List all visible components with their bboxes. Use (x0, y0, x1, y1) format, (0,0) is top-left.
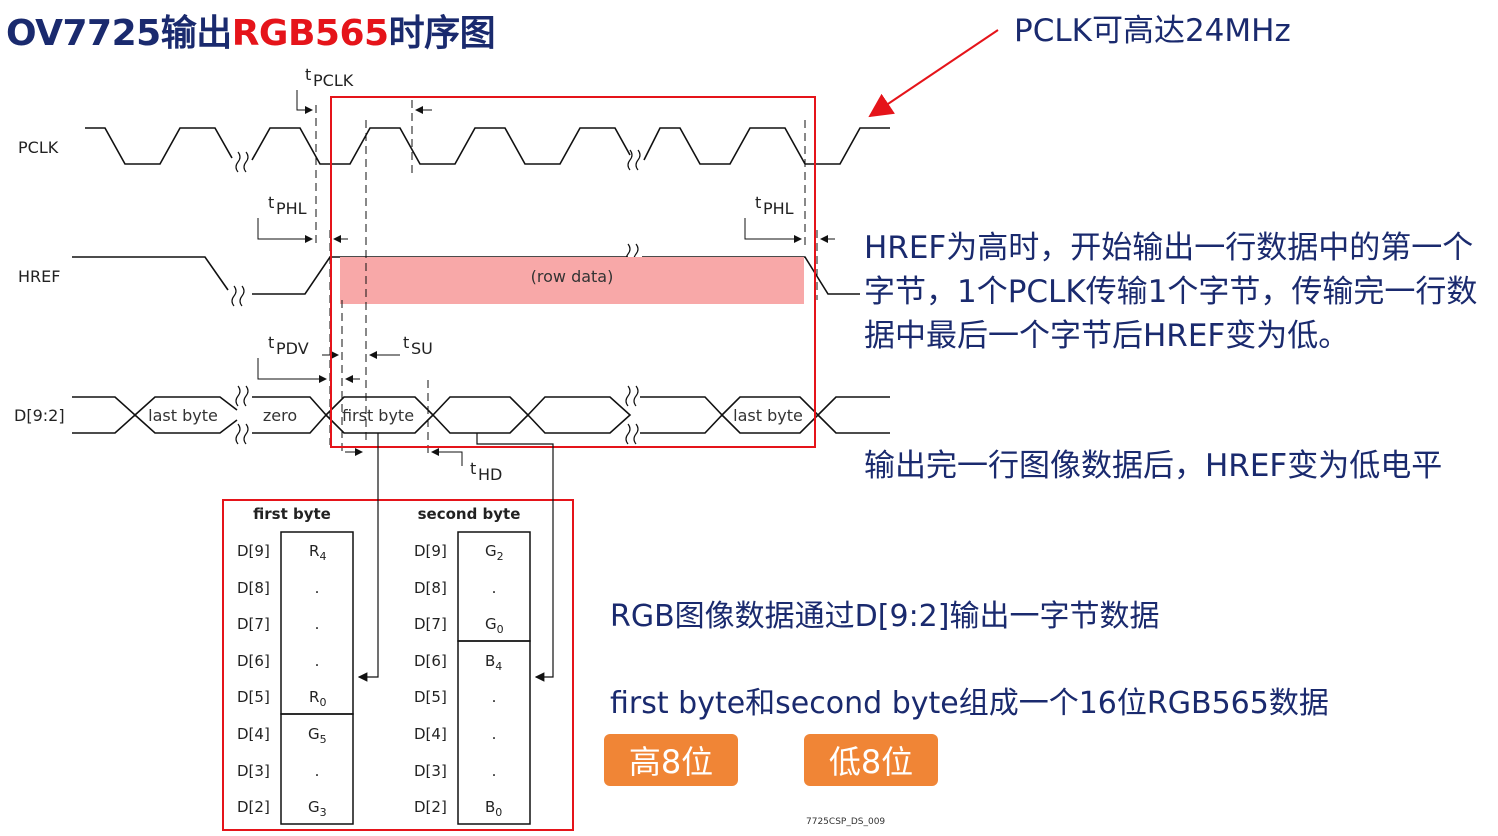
data-bus-waveform (72, 396, 890, 434)
svg-text:D[2]: D[2] (237, 798, 270, 816)
svg-text:D[8]: D[8] (414, 579, 447, 597)
signal-label-pclk: PCLK (18, 138, 59, 157)
svg-text:.: . (492, 725, 497, 743)
first-byte-title: first byte (253, 505, 331, 523)
svg-text:t: t (403, 333, 409, 352)
svg-text:D[3]: D[3] (414, 762, 447, 780)
svg-text:.: . (315, 652, 320, 670)
svg-text:PDV: PDV (276, 339, 309, 358)
svg-text:.: . (315, 615, 320, 633)
svg-text:D[7]: D[7] (414, 615, 447, 633)
data-cell-last-byte-2: last byte (733, 406, 803, 425)
svg-text:PHL: PHL (276, 199, 307, 218)
high-bits-badge: 高8位 (604, 734, 738, 786)
first-byte-table (280, 531, 354, 825)
first-byte-cells: R4 . . . R0 G5 . G3 (308, 542, 327, 819)
signal-label-href: HREF (18, 267, 60, 286)
svg-text:D[2]: D[2] (414, 798, 447, 816)
svg-text:D[4]: D[4] (237, 725, 270, 743)
svg-text:t: t (268, 193, 274, 212)
href-note: HREF为高时，开始输出一行数据中的第一个字节，1个PCLK传输1个字节，传输完… (864, 230, 1478, 354)
svg-text:HD: HD (478, 465, 502, 484)
svg-text:G2: G2 (485, 542, 504, 563)
footer-code: 7725CSP_DS_009 (806, 817, 885, 827)
svg-text:t: t (268, 333, 274, 352)
svg-text:.: . (492, 579, 497, 597)
row-data-label: (row data) (531, 267, 614, 286)
svg-text:D[6]: D[6] (237, 652, 270, 670)
svg-text:D[9]: D[9] (237, 542, 270, 560)
data-cell-first-byte: first byte (342, 406, 414, 425)
href-low-note: 输出完一行图像数据后，HREF变为低电平 (864, 448, 1443, 484)
svg-text:D[6]: D[6] (414, 652, 447, 670)
svg-text:PCLK: PCLK (313, 71, 354, 90)
svg-text:D[7]: D[7] (237, 615, 270, 633)
low-bits-badge: 低8位 (804, 734, 938, 786)
svg-text:t: t (305, 65, 311, 84)
signal-label-data: D[9:2] (14, 406, 65, 425)
connector-first-byte (357, 433, 379, 682)
data-cell-last-byte-1: last byte (148, 406, 218, 425)
svg-text:R0: R0 (309, 688, 326, 709)
svg-text:R4: R4 (309, 542, 326, 563)
svg-text:t: t (755, 193, 761, 212)
data-cell-zero: zero (263, 406, 297, 425)
pclk-waveform (85, 127, 890, 165)
svg-text:t: t (470, 459, 476, 478)
svg-text:.: . (492, 762, 497, 780)
svg-text:D[3]: D[3] (237, 762, 270, 780)
rgb-note: RGB图像数据通过D[9:2]输出一字节数据 (610, 599, 1160, 634)
highlight-box-bytes (222, 499, 574, 831)
second-byte-row-labels: D[9] D[8] D[7] D[6] D[5] D[4] D[3] D[2] (414, 542, 447, 816)
pclk-note-arrow (868, 29, 999, 118)
svg-text:B0: B0 (485, 798, 502, 819)
second-byte-cells: G2 . G0 B4 . . . B0 (485, 542, 504, 819)
svg-text:PHL: PHL (763, 199, 794, 218)
svg-text:.: . (492, 688, 497, 706)
combine-note: first byte和second byte组成一个16位RGB565数据 (610, 686, 1329, 721)
connector-second-byte (476, 433, 554, 682)
svg-text:D[5]: D[5] (414, 688, 447, 706)
svg-text:D[5]: D[5] (237, 688, 270, 706)
second-byte-title: second byte (418, 505, 521, 523)
data-bus-break (235, 385, 639, 445)
highlight-box-timing (330, 96, 816, 448)
svg-text:D[9]: D[9] (414, 542, 447, 560)
title-accent: RGB565 (231, 13, 389, 54)
second-byte-table (457, 531, 531, 825)
svg-text:B4: B4 (485, 652, 502, 673)
svg-text:.: . (315, 579, 320, 597)
svg-text:G3: G3 (308, 798, 327, 819)
svg-text:G5: G5 (308, 725, 327, 746)
svg-text:D[8]: D[8] (237, 579, 270, 597)
page-title: OV7725输出RGB565时序图 (6, 13, 496, 54)
svg-text:.: . (315, 762, 320, 780)
svg-text:D[4]: D[4] (414, 725, 447, 743)
first-byte-row-labels: D[9] D[8] D[7] D[6] D[5] D[4] D[3] D[2] (237, 542, 270, 816)
svg-text:SU: SU (411, 339, 433, 358)
svg-text:G0: G0 (485, 615, 504, 636)
href-break (231, 243, 639, 307)
pclk-note: PCLK可高达24MHz (1014, 13, 1291, 49)
row-data-band (340, 257, 804, 304)
pclk-break (235, 149, 641, 173)
